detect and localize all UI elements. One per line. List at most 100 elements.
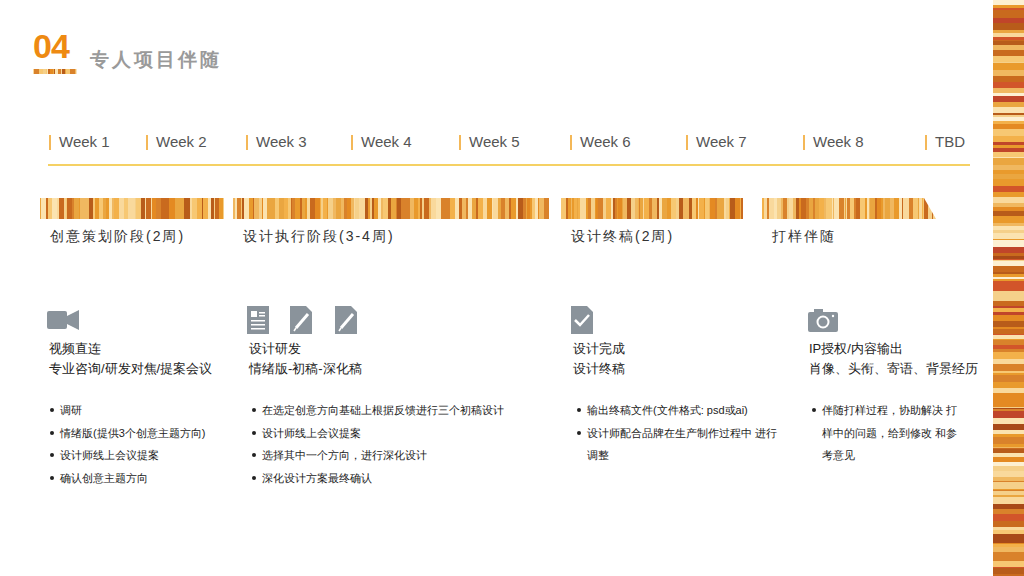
stripe xyxy=(993,329,1024,334)
stripe xyxy=(993,457,1024,462)
stripe xyxy=(561,198,566,219)
week-marker xyxy=(803,135,805,150)
stripe xyxy=(405,198,410,219)
stripe xyxy=(796,198,799,219)
stripe xyxy=(197,198,202,219)
stripe xyxy=(505,198,509,219)
stripe xyxy=(705,198,709,219)
stripe xyxy=(793,198,796,219)
stripe xyxy=(397,198,401,219)
week-label: Week 1 xyxy=(59,133,110,151)
stripe xyxy=(735,198,740,219)
stripe xyxy=(993,489,1024,490)
timeline-axis xyxy=(48,164,970,166)
week-marker xyxy=(351,135,353,150)
stripe xyxy=(615,198,617,219)
stripe xyxy=(292,198,295,219)
stripe xyxy=(993,352,1024,359)
stripe xyxy=(913,198,918,219)
stripe xyxy=(993,256,1024,259)
document-icon xyxy=(247,306,269,334)
stripe xyxy=(993,291,1024,294)
stripe xyxy=(993,39,1024,40)
stripe xyxy=(809,198,813,219)
stripe xyxy=(993,124,1024,129)
camera-icon xyxy=(808,309,838,332)
stripe xyxy=(856,198,860,219)
bullet-dot xyxy=(50,453,54,457)
week-label: Week 8 xyxy=(813,133,864,151)
stripe xyxy=(518,198,523,219)
stripe xyxy=(365,198,368,219)
stripe xyxy=(43,69,46,74)
stripe xyxy=(70,69,75,74)
bullet-dot xyxy=(50,408,54,412)
phase-label: 打样伴随 xyxy=(772,227,936,245)
stripe xyxy=(487,198,492,219)
stripe xyxy=(359,198,362,219)
stripe xyxy=(993,552,1024,558)
stripe xyxy=(378,198,381,219)
stripe xyxy=(993,418,1024,424)
stripe xyxy=(95,198,99,219)
stripe xyxy=(640,198,643,219)
stripe xyxy=(993,240,1024,247)
stripe xyxy=(237,198,241,219)
striped-bar xyxy=(40,198,224,219)
stripe xyxy=(388,198,391,219)
stripes xyxy=(762,198,936,219)
stripe xyxy=(993,192,1024,197)
stripe xyxy=(993,96,1024,102)
stripe xyxy=(993,186,1024,192)
stripe xyxy=(774,198,777,219)
stripe xyxy=(993,504,1024,509)
stripe xyxy=(993,447,1024,448)
stripe xyxy=(806,198,809,219)
phase-label: 设计终稿(2周) xyxy=(571,227,743,245)
striped-bar xyxy=(561,198,743,219)
stripe xyxy=(34,69,39,74)
stripe xyxy=(46,69,47,74)
stripe xyxy=(844,198,845,219)
stripe xyxy=(993,388,1024,393)
stripe xyxy=(993,107,1024,113)
column-heading: 设计完成 xyxy=(573,340,625,358)
stripe xyxy=(351,198,354,219)
stripe xyxy=(993,430,1024,434)
phase-band: 打样伴随 xyxy=(762,198,936,249)
bullet-dot xyxy=(252,476,256,480)
stripe xyxy=(993,41,1024,45)
stripe xyxy=(328,198,333,219)
stripe xyxy=(391,198,396,219)
stripe xyxy=(511,198,516,219)
stripe xyxy=(993,359,1024,364)
week-label: Week 7 xyxy=(696,133,747,151)
stripe xyxy=(254,198,259,219)
stripe xyxy=(307,198,310,219)
bullet-dot xyxy=(252,408,256,412)
stripe xyxy=(223,198,224,219)
stripe xyxy=(993,491,1024,495)
stripe xyxy=(64,198,66,219)
stripe xyxy=(993,37,1024,39)
stripe xyxy=(783,198,787,219)
stripe xyxy=(741,198,743,219)
week-marker xyxy=(925,135,927,150)
stripe xyxy=(993,382,1024,388)
stripe xyxy=(899,198,902,219)
stripe xyxy=(993,530,1024,534)
stripe xyxy=(885,198,890,219)
stripe xyxy=(161,198,166,219)
stripe xyxy=(993,400,1024,407)
stripe xyxy=(993,259,1024,260)
phase-label: 创意策划阶段(2周) xyxy=(50,227,224,245)
stripe xyxy=(483,198,487,219)
stripe xyxy=(603,198,606,219)
phase-band: 设计终稿(2周) xyxy=(561,198,743,249)
stripe xyxy=(544,198,549,219)
stripe xyxy=(114,198,119,219)
stripe xyxy=(66,69,70,74)
stripe xyxy=(834,198,839,219)
stripe xyxy=(993,345,1024,349)
stripe xyxy=(627,198,631,219)
